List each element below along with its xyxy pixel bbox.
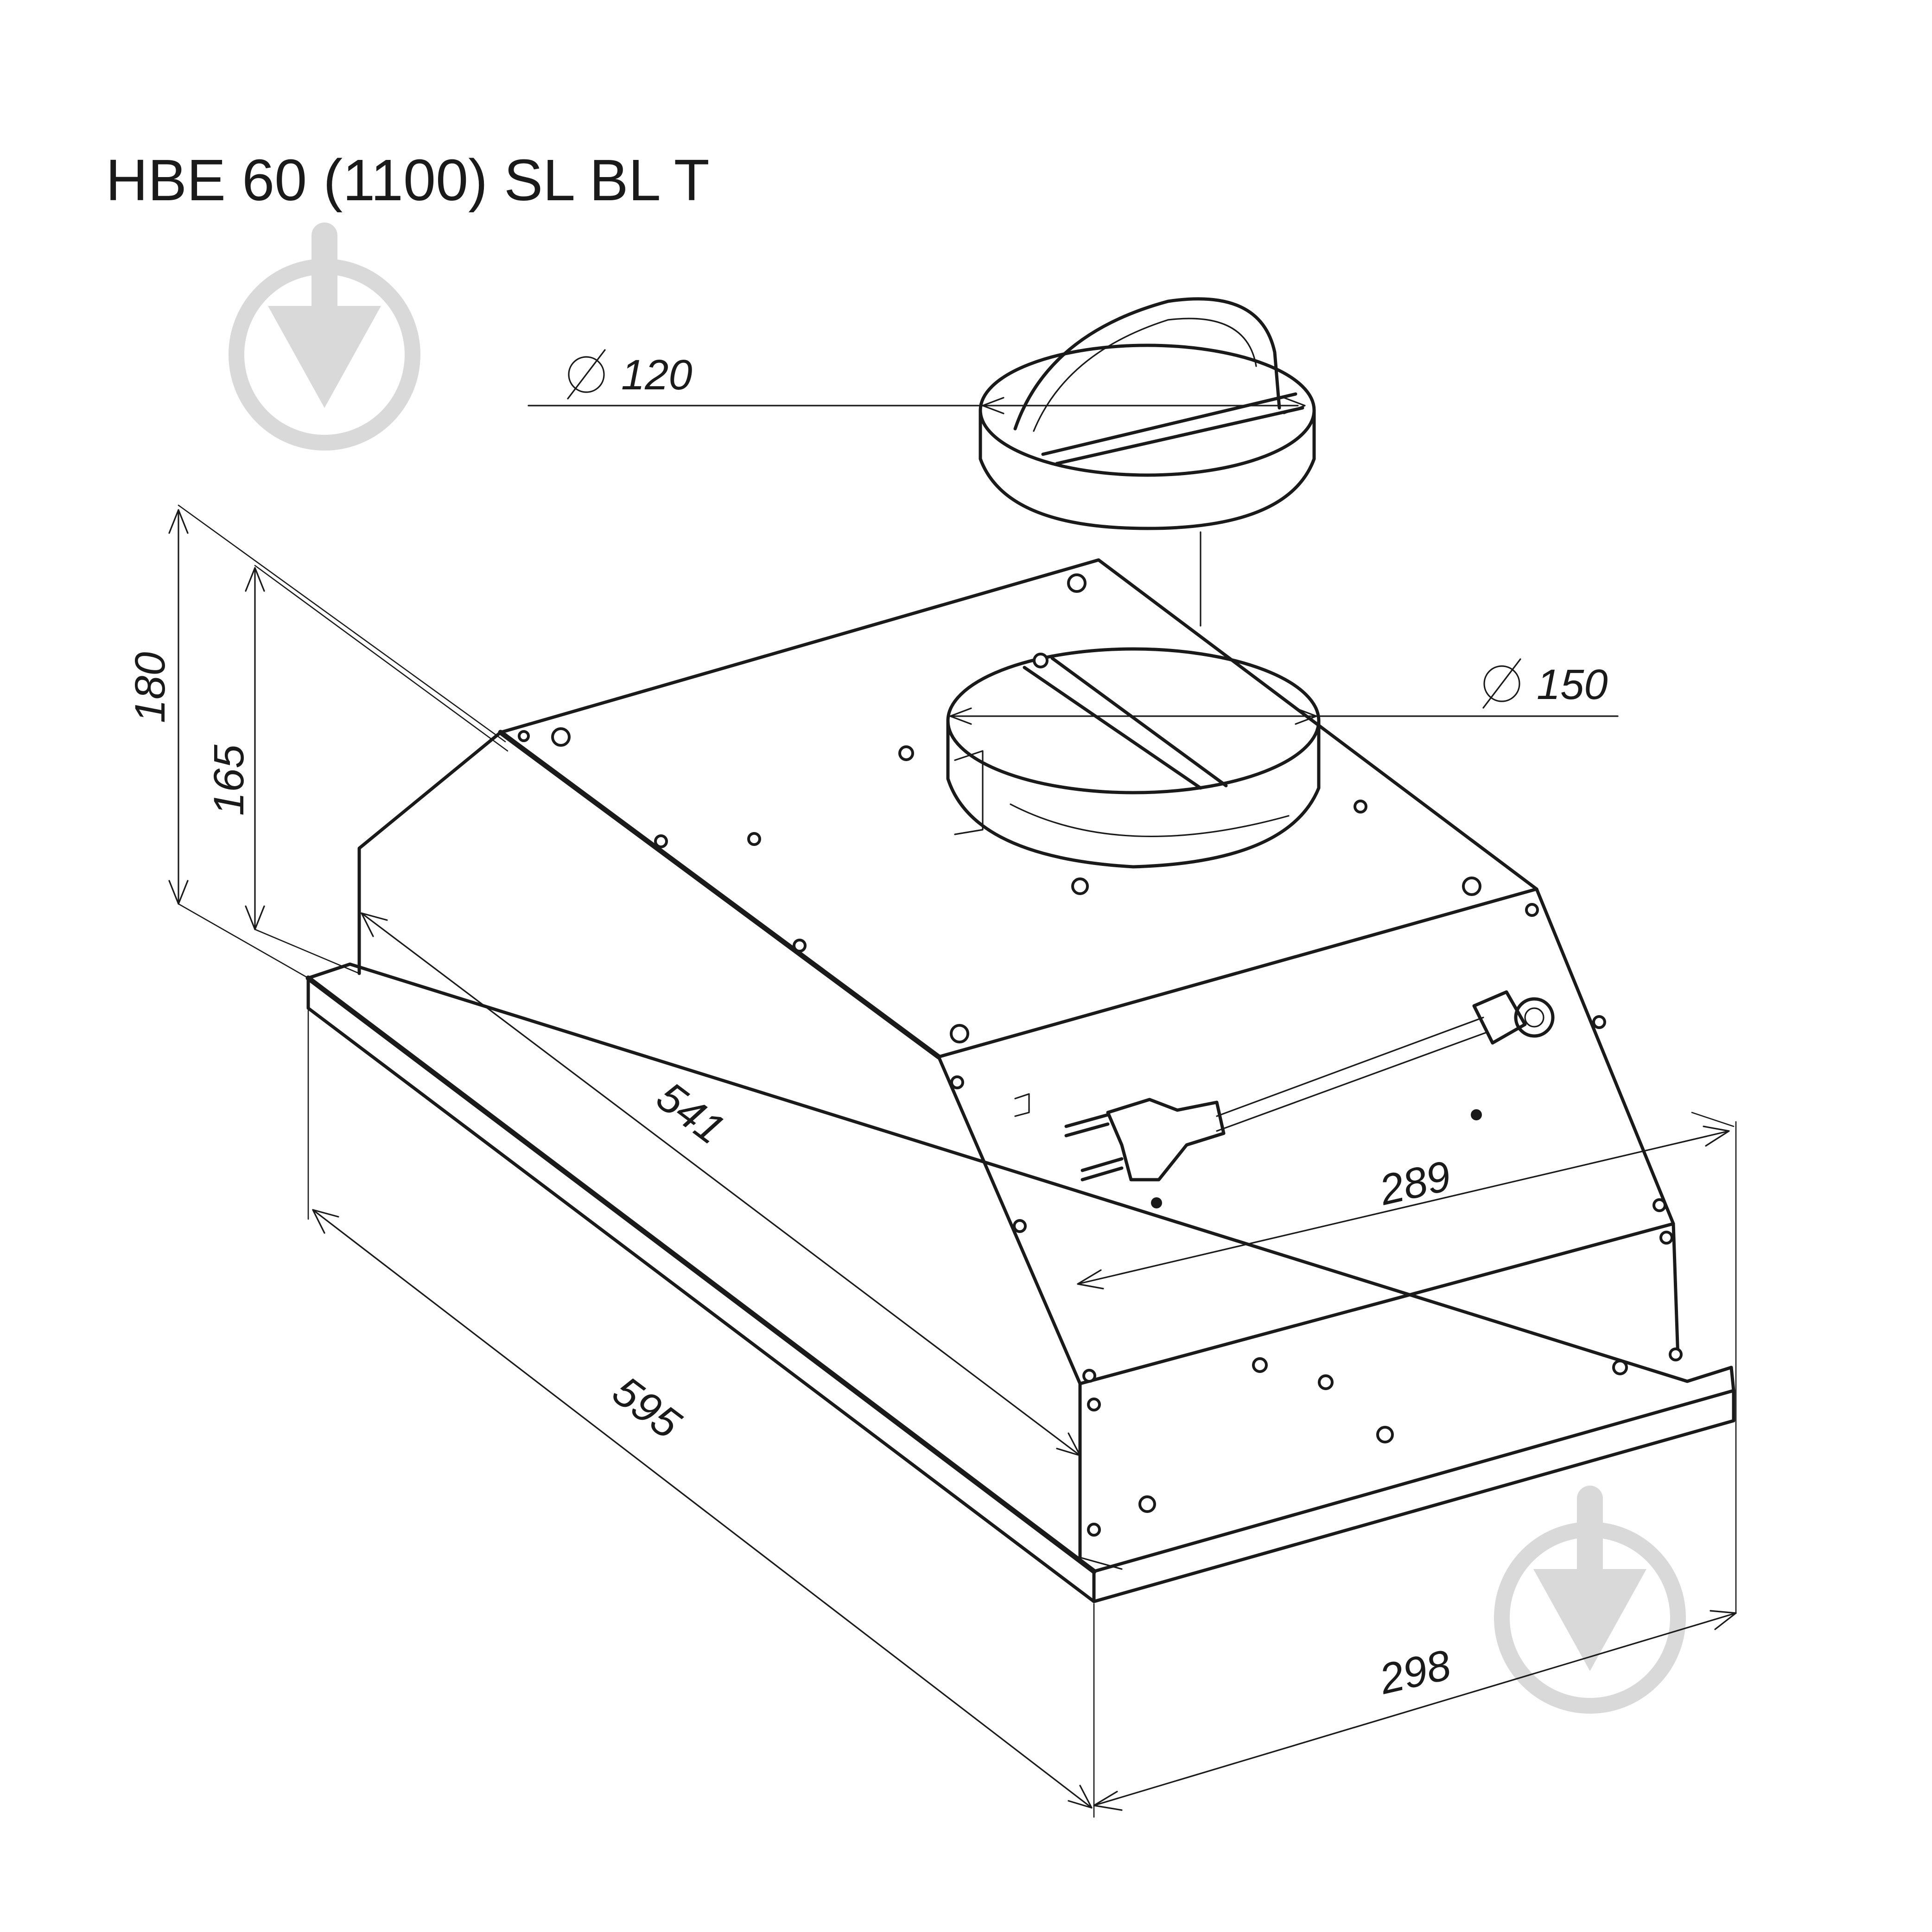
diameter-symbol-icon <box>1482 658 1521 709</box>
adapter-ring-120 <box>979 297 1316 627</box>
dimension-diameter-120-label: 120 <box>621 351 693 399</box>
dimension-595-label: 595 <box>604 1367 690 1448</box>
dimension-289-label: 289 <box>1375 1152 1455 1214</box>
watermark-logo-icon <box>229 222 420 451</box>
outlet-ring-150 <box>946 647 1321 869</box>
dimension-diameter-150: 150 <box>947 658 1619 725</box>
dimension-298-label: 298 <box>1375 1641 1455 1703</box>
hood-body <box>305 558 1735 1603</box>
dimension-165-label: 165 <box>205 744 253 816</box>
power-plug-icon <box>1014 990 1555 1182</box>
dimension-298: 298 <box>1093 1610 1737 1811</box>
watermark-logo-icon <box>1494 1486 1686 1714</box>
dimension-180: 180 <box>127 504 506 979</box>
dimension-diameter-120: 120 <box>527 349 1306 414</box>
dimension-541-label: 541 <box>648 1073 733 1154</box>
dimension-180-label: 180 <box>127 652 174 724</box>
dimension-diameter-150-label: 150 <box>1537 661 1608 708</box>
model-title: HBE 60 (1100) SL BL T <box>106 147 710 213</box>
top-screws <box>518 573 1683 1537</box>
dimension-165: 165 <box>205 565 508 974</box>
dimension-541: 541 <box>361 912 1081 1456</box>
diameter-symbol-icon <box>567 349 606 400</box>
